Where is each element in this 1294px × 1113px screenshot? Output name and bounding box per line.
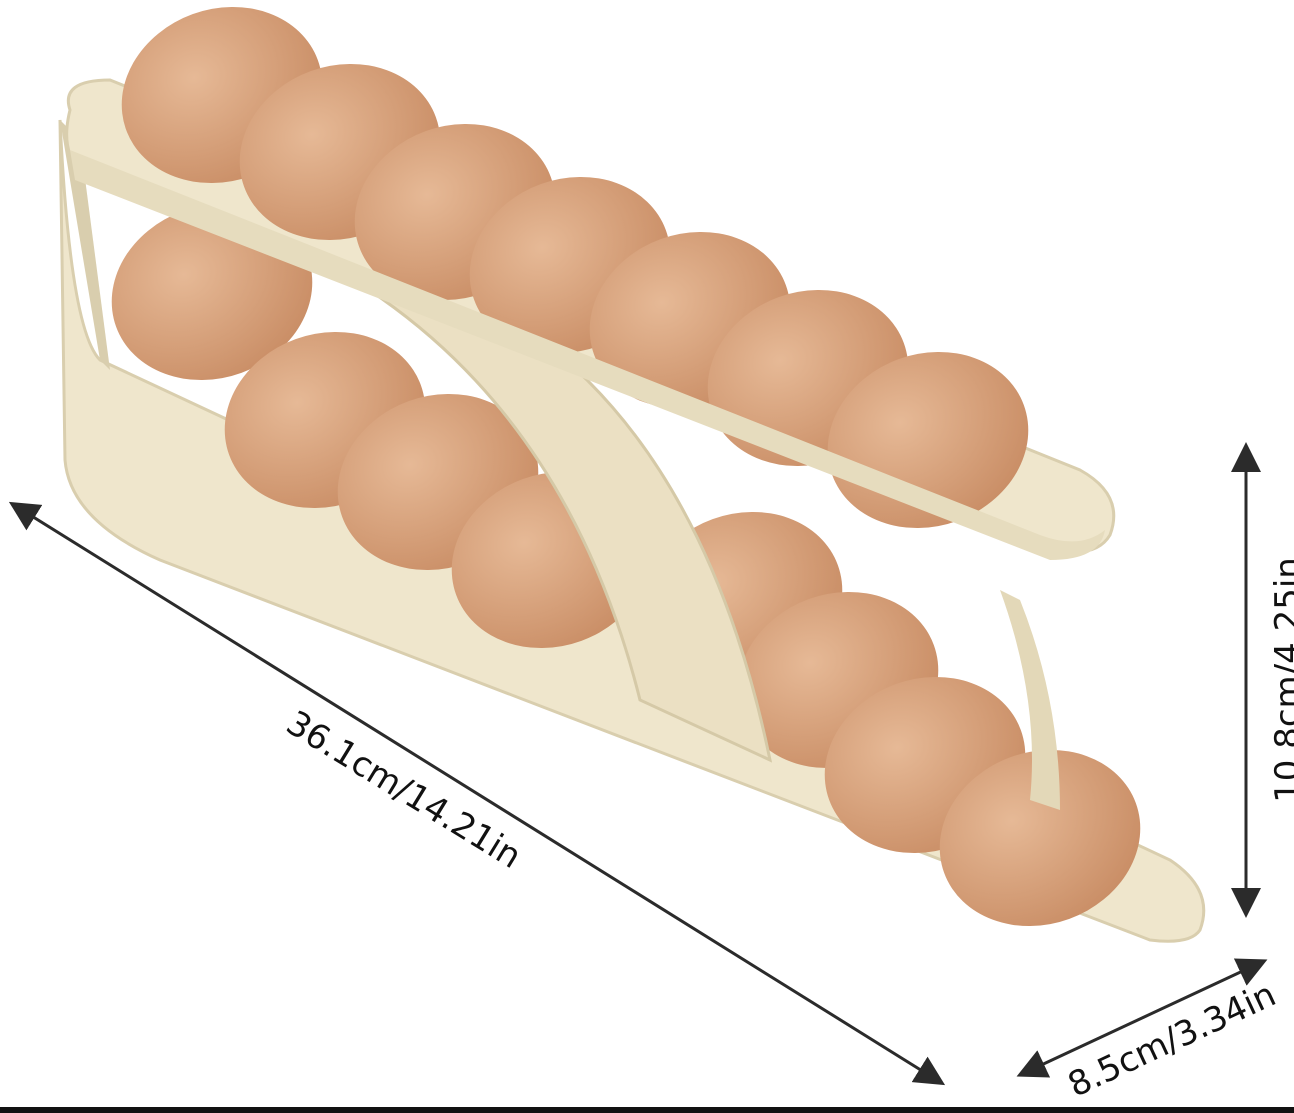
rack-side-shade — [60, 120, 110, 370]
rack-rear-support — [1000, 590, 1060, 810]
height-label: 10.8cm/4.25in — [1267, 557, 1294, 803]
bottom-border — [0, 1107, 1294, 1113]
length-arrow — [8, 501, 946, 1086]
egg — [939, 749, 1141, 927]
upper-eggs — [121, 6, 1029, 529]
width-arrow — [1016, 958, 1268, 1078]
